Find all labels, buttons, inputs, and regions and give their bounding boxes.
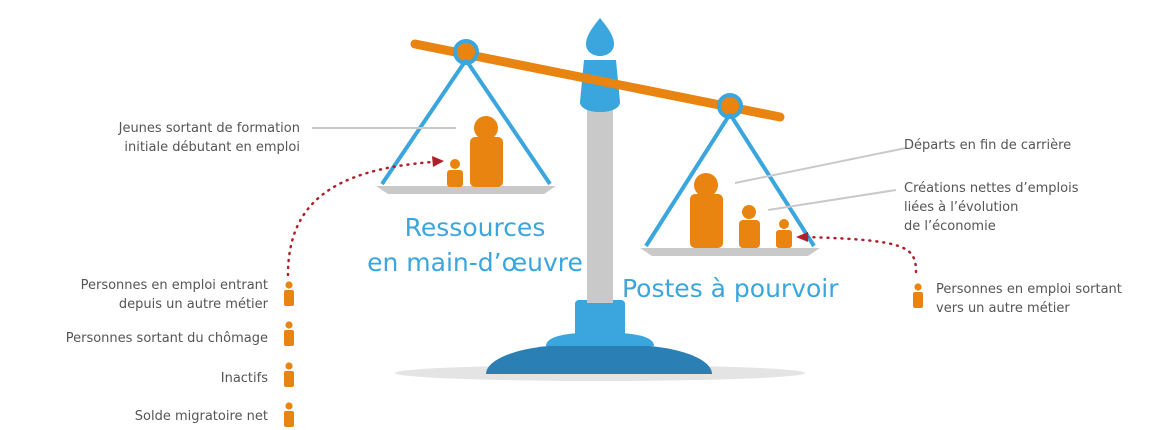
retirement-label-line1: Départs en fin de carrière xyxy=(904,138,1072,153)
weight-icon-4 xyxy=(284,402,294,427)
weight-icon-3 xyxy=(284,362,294,387)
outflow-label: Personnes en emploi sortant vers un autr… xyxy=(936,280,1122,318)
outflow-label-line1: Personnes en emploi sortant xyxy=(936,282,1122,297)
weight-icon-1 xyxy=(284,281,294,306)
left-title-line2: en main-d’œuvre xyxy=(367,248,583,277)
left-title-2: en main-d’œuvre xyxy=(340,246,610,280)
job-creation-label: Créations nettes d’emplois liées à l’évo… xyxy=(904,179,1079,236)
job-creation-label-line2: liées à l’évolution xyxy=(904,200,1019,215)
right-title: Postes à pourvoir xyxy=(622,272,839,306)
left-pan-weights xyxy=(447,116,503,187)
beam-pivot xyxy=(594,76,602,84)
left-pivot-ring xyxy=(453,39,479,65)
outflow-weight-icon xyxy=(913,283,923,308)
right-pivot-ring xyxy=(717,93,743,119)
young-graduates-label-line2: initiale débutant en emploi xyxy=(124,140,300,155)
scale-pillar xyxy=(587,98,613,303)
scale-finial xyxy=(580,18,620,112)
right-pan-weights xyxy=(690,173,792,248)
young-graduates-label-line1: Jeunes sortant de formation xyxy=(118,121,300,136)
young-graduates-label: Jeunes sortant de formation initiale déb… xyxy=(119,119,300,157)
inflow-label-inactive-line1: Inactifs xyxy=(220,371,268,386)
inflow-arrowhead xyxy=(432,156,444,167)
inflow-label-job-changers-line1: Personnes en emploi entrant xyxy=(80,278,268,293)
weight-icon-2 xyxy=(284,321,294,346)
right-pan xyxy=(640,112,820,256)
inflow-label-inactive: Inactifs xyxy=(221,369,268,388)
job-creation-label-line3: de l’économie xyxy=(904,219,996,234)
inflow-label-job-changers: Personnes en emploi entrant depuis un au… xyxy=(81,276,268,314)
left-title-line1: Ressources xyxy=(404,213,546,242)
inflow-label-migration: Solde migratoire net xyxy=(135,407,268,426)
outflow-arrowhead xyxy=(796,232,808,242)
left-title: Ressources xyxy=(380,211,570,245)
scale-base xyxy=(395,300,805,381)
outflow-label-line2: vers un autre métier xyxy=(936,301,1070,316)
inflow-weights xyxy=(284,281,294,427)
inflow-label-migration-line1: Solde migratoire net xyxy=(134,409,268,424)
retirement-label: Départs en fin de carrière xyxy=(904,136,1071,155)
outflow-arrow xyxy=(804,235,918,274)
inflow-arrow xyxy=(286,160,434,277)
right-title-text: Postes à pourvoir xyxy=(622,274,839,303)
connector-lines xyxy=(312,127,907,211)
inflow-label-unemployed: Personnes sortant du chômage xyxy=(66,329,268,348)
left-pan xyxy=(376,58,556,194)
job-creation-label-line1: Créations nettes d’emplois xyxy=(904,181,1079,196)
inflow-label-unemployed-line1: Personnes sortant du chômage xyxy=(65,331,268,346)
inflow-label-job-changers-line2: depuis un autre métier xyxy=(118,297,268,312)
